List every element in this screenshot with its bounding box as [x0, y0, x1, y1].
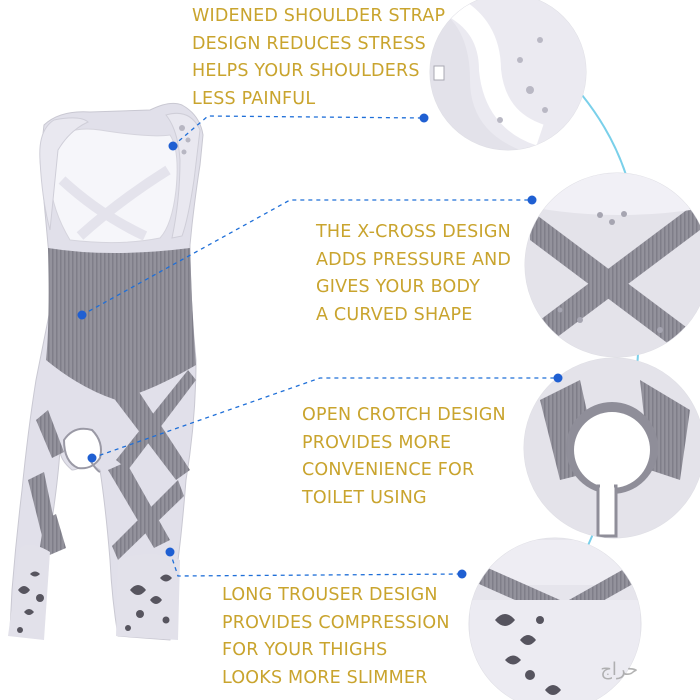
feature-line: WIDENED SHOULDER STRAP — [192, 6, 446, 26]
feature-text-shoulder: WIDENED SHOULDER STRAP DESIGN REDUCES ST… — [192, 3, 445, 113]
feature-line: ADDS PRESSURE AND — [316, 249, 512, 270]
feature-line: FOR YOUR THIGHS — [222, 640, 388, 660]
feature-line: CONVENIENCE FOR — [302, 460, 475, 480]
zoom-circle-trouser — [468, 537, 642, 700]
feature-text-trouser: LONG TROUSER DESIGN PROVIDES COMPRESSION… — [222, 582, 450, 692]
feature-text-xcross: THE X-CROSS DESIGN ADDS PRESSURE AND GIV… — [316, 219, 511, 329]
zoom-circle-xcross — [524, 172, 700, 358]
watermark: حراج — [600, 659, 638, 680]
feature-line: LESS PAINFUL — [192, 88, 316, 109]
feature-text-crotch: OPEN CROTCH DESIGN PROVIDES MORE CONVENI… — [302, 402, 506, 512]
feature-line: DESIGN REDUCES STRESS — [192, 33, 426, 54]
callout-lines — [81, 115, 558, 577]
feature-line: PROVIDES MORE — [302, 432, 452, 453]
feature-line: PROVIDES COMPRESSION — [222, 612, 450, 633]
feature-line: TOILET USING — [302, 487, 427, 508]
zoom-circle-shoulder — [429, 0, 587, 151]
feature-line: THE X-CROSS DESIGN — [316, 222, 511, 242]
zoom-circle-crotch — [523, 357, 700, 539]
callout-dots — [77, 113, 563, 579]
feature-line: LOOKS MORE SLIMMER — [222, 667, 428, 688]
feature-line: HELPS YOUR SHOULDERS — [192, 61, 420, 81]
feature-line: LONG TROUSER DESIGN — [222, 585, 438, 605]
feature-line: A CURVED SHAPE — [316, 304, 473, 325]
feature-line: GIVES YOUR BODY — [316, 277, 481, 297]
bodysuit-garment — [8, 102, 204, 641]
feature-line: OPEN CROTCH DESIGN — [302, 405, 506, 425]
